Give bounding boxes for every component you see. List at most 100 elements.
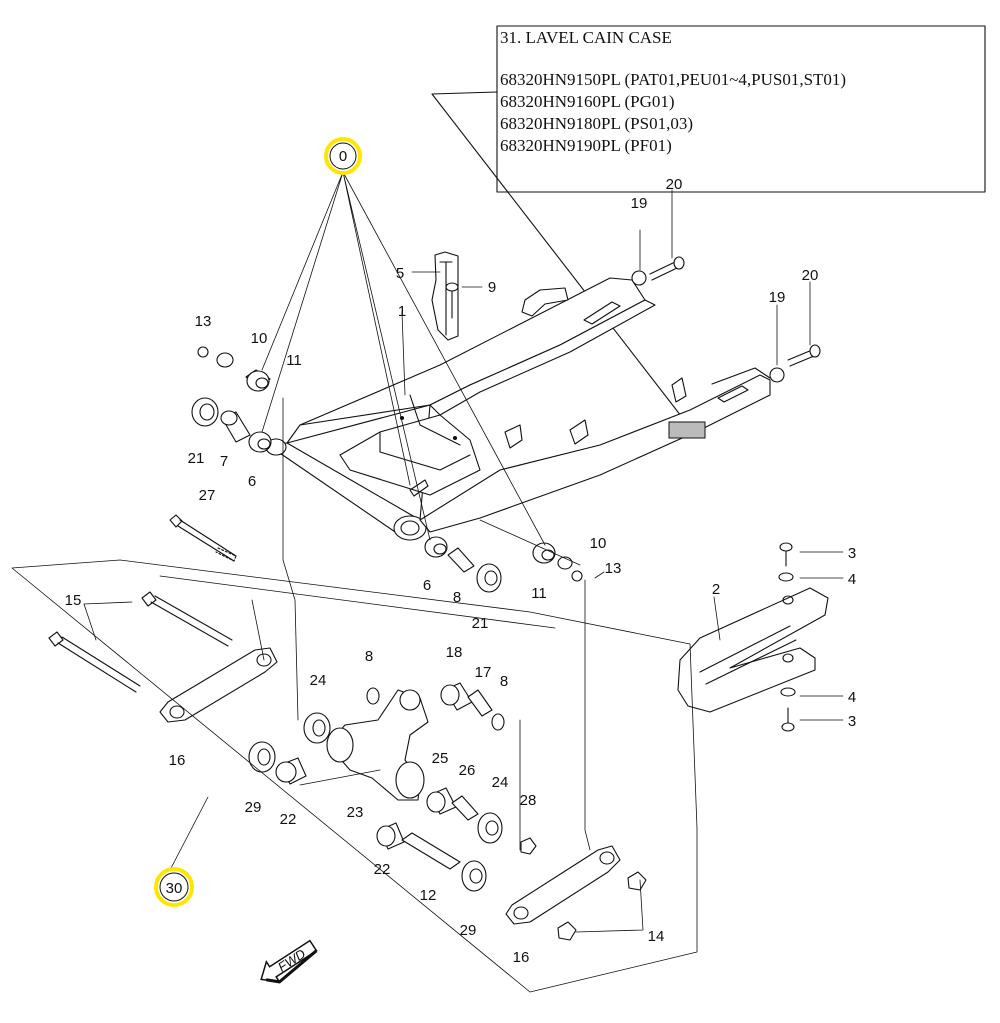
adjuster-19-top	[631, 270, 647, 286]
part-label-23: 23	[347, 804, 364, 821]
part-label-8a: 8	[365, 648, 373, 665]
part-label-10b: 10	[590, 535, 607, 552]
washer-13a	[197, 346, 209, 358]
screw-9	[445, 282, 459, 319]
label-leaders	[83, 189, 844, 933]
part-label-2: 2	[712, 581, 720, 598]
note-line-3: 68320HN9180PL (PS01,03)	[500, 114, 693, 133]
forward-arrow: FWD	[260, 939, 318, 984]
part-label-16a: 16	[169, 752, 186, 769]
screw-3-bottom	[781, 707, 795, 732]
chain-case-2	[677, 587, 829, 713]
bearing-11a	[245, 369, 271, 392]
part-label-16b: 16	[513, 949, 530, 966]
bolt-27	[169, 514, 237, 562]
bearing-6a	[248, 431, 272, 453]
highlight-circle-top	[324, 137, 362, 175]
note-box	[496, 25, 986, 193]
bearing-6b	[424, 536, 448, 558]
swingarm	[265, 277, 771, 541]
seal-29a	[248, 741, 276, 773]
bolt-20-bottom	[787, 344, 821, 367]
note-title: 31. LAVEL CAIN CASE	[500, 28, 672, 47]
bolt-15-lower	[48, 631, 141, 693]
seal-21a	[191, 397, 219, 427]
note-line-4: 68320HN9190PL (PF01)	[500, 136, 672, 155]
washer-10a	[216, 352, 234, 368]
part-label-8c: 8	[500, 673, 508, 690]
part-label-5: 5	[396, 265, 404, 282]
part-label-10a: 10	[251, 330, 268, 347]
guide-lines	[11, 171, 698, 993]
bearing-22a	[275, 757, 307, 785]
highlight-label-bottom: 30	[166, 880, 183, 897]
highlight-label-top: 0	[339, 148, 347, 165]
case-label-tag	[668, 421, 706, 439]
bearing-18	[440, 682, 473, 711]
bolt-15-upper	[141, 591, 233, 647]
part-label-24a: 24	[310, 672, 327, 689]
sleeve-8-right	[447, 547, 475, 573]
washer-8-left	[366, 687, 380, 705]
clip-5	[431, 251, 459, 341]
washer-10b	[557, 556, 573, 570]
part-label-9: 9	[488, 279, 496, 296]
part-label-13a: 13	[195, 313, 212, 330]
part-label-12: 12	[420, 887, 437, 904]
part-label-7: 7	[220, 453, 228, 470]
nut-14-upper	[627, 871, 647, 891]
part-label-4a: 4	[848, 571, 856, 588]
washer-4-top	[778, 572, 794, 582]
nut-28	[520, 837, 537, 855]
bearing-22b	[376, 822, 405, 850]
part-label-21b: 21	[472, 615, 489, 632]
part-label-29b: 29	[460, 922, 477, 939]
bolt-20-top	[649, 256, 685, 281]
adjuster-19-bottom	[769, 367, 785, 383]
part-label-20b: 20	[802, 267, 819, 284]
washer-4-bottom	[780, 687, 796, 697]
part-label-24b: 24	[492, 774, 509, 791]
link-plate-16b	[505, 845, 621, 925]
part-label-21a: 21	[188, 450, 205, 467]
part-label-25: 25	[432, 750, 449, 767]
seal-21b	[476, 563, 502, 593]
bearing-11b	[532, 542, 556, 564]
part-label-14: 14	[648, 928, 665, 945]
part-label-20a: 20	[666, 176, 683, 193]
part-label-18: 18	[446, 644, 463, 661]
part-label-15: 15	[65, 592, 82, 609]
part-label-22a: 22	[280, 811, 297, 828]
part-label-29a: 29	[245, 799, 262, 816]
bearing-25	[426, 787, 457, 815]
link-plate-16a	[159, 647, 278, 723]
note-line-1: 68320HN9150PL (PAT01,PEU01~4,PUS01,ST01)	[500, 70, 846, 89]
part-label-8b: 8	[453, 589, 461, 606]
part-label-1: 1	[398, 303, 406, 320]
part-label-11a: 11	[286, 352, 302, 369]
sleeve-26	[451, 795, 479, 821]
part-label-11b: 11	[531, 585, 547, 602]
part-label-3a: 3	[848, 545, 856, 562]
part-label-28: 28	[520, 792, 537, 809]
part-label-6a: 6	[248, 473, 256, 490]
note-line-2: 68320HN9160PL (PG01)	[500, 92, 675, 111]
seal-24a	[303, 712, 331, 744]
part-label-19b: 19	[769, 289, 786, 306]
part-label-17: 17	[475, 664, 492, 681]
part-label-6b: 6	[423, 577, 431, 594]
nut-14-lower	[557, 921, 577, 941]
part-label-3b: 3	[848, 713, 856, 730]
sleeve-17	[467, 689, 493, 717]
part-label-26: 26	[459, 762, 476, 779]
seal-29b	[461, 860, 487, 892]
sleeve-12	[401, 832, 461, 870]
cushion-arm-23	[326, 689, 429, 801]
part-label-27: 27	[199, 487, 216, 504]
part-label-13b: 13	[605, 560, 622, 577]
highlight-circle-bottom	[154, 867, 194, 907]
seal-24b	[477, 812, 503, 844]
part-label-22b: 22	[374, 861, 391, 878]
washer-8-right	[491, 713, 505, 731]
